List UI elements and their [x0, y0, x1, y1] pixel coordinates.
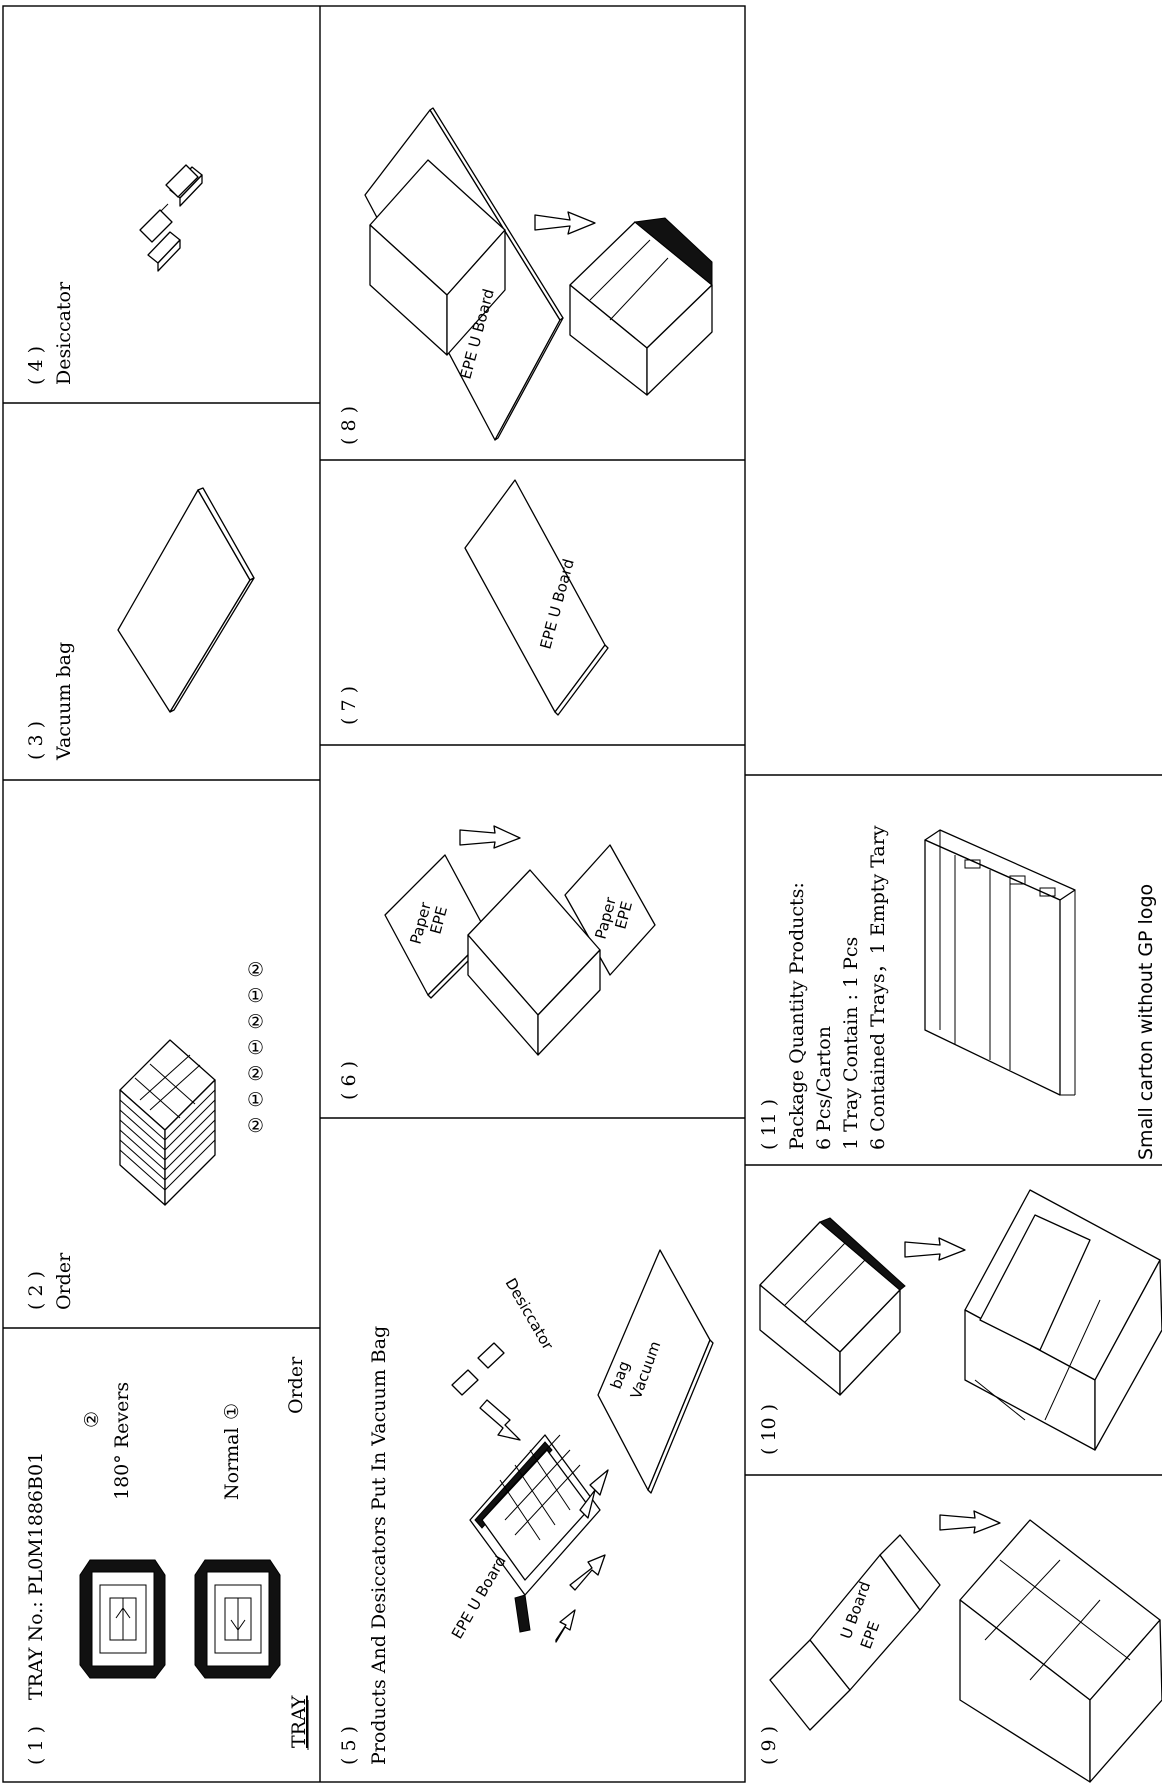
- step-1-title: TRAY No.: PL0M1886B01: [25, 1452, 47, 1700]
- step-11-line-3: 1 Tray Contain : 1 Pcs: [840, 937, 862, 1150]
- step-7-number: ( 7 ): [338, 686, 360, 725]
- step-3-cell: ( 3 ) Vacuum bag: [25, 488, 254, 761]
- arrow-up-left-icon: [556, 1610, 575, 1642]
- epe-board-illustration: EPE U Board: [465, 480, 608, 715]
- step-7-cell: ( 7 ) EPE U Board: [338, 480, 608, 725]
- order-seq-5: ②: [247, 1063, 264, 1085]
- reverse-order-number: ②: [81, 1411, 103, 1428]
- step-11-cell: ( 11 ) Package Quantity Products: 6 Pcs/…: [758, 825, 1157, 1160]
- step-9-number: ( 9 ): [758, 1726, 780, 1765]
- reverse-label: 180° Revers: [111, 1382, 133, 1500]
- order-seq-2: ①: [247, 985, 264, 1007]
- arrow-down-icon: [480, 1400, 520, 1440]
- step-5-number: ( 5 ): [338, 1726, 360, 1765]
- order-label: Order: [285, 1356, 307, 1414]
- step-5-cell: ( 5 ) Products And Desiccators Put In Va…: [338, 1250, 713, 1765]
- board-and-box-illustration: EPE U Board: [365, 108, 563, 440]
- open-carton-illustration: [960, 1520, 1162, 1782]
- step-1-number: ( 1 ): [25, 1726, 47, 1765]
- tray-label: TRAY: [288, 1695, 310, 1748]
- arrow-right-icon: [940, 1511, 1000, 1533]
- order-seq-6: ①: [247, 1089, 264, 1111]
- step-11-line-2: 6 Pcs/Carton: [813, 1026, 835, 1150]
- step-11-line-4: 6 Contained Trays，1 Empty Tary: [867, 825, 889, 1150]
- order-sequence: ② ① ② ① ② ① ②: [247, 959, 264, 1137]
- normal-label: Normal: [221, 1427, 243, 1500]
- arrow-right-icon: [460, 826, 520, 848]
- order-seq-1: ②: [247, 959, 264, 981]
- step-2-cell: ( 2 ) Order ② ① ② ① ② ① ②: [25, 959, 264, 1310]
- step-8-cell: ( 8 ) EPE U Board: [338, 108, 712, 445]
- step-2-number: ( 2 ): [25, 1271, 47, 1310]
- stacked-trays-illustration: [120, 1040, 215, 1205]
- arrow-right-icon: [905, 1238, 965, 1260]
- arrow-right-icon: [535, 212, 595, 234]
- carton-illustration: [925, 830, 1075, 1095]
- step-3-number: ( 3 ): [25, 721, 47, 760]
- step-11-line-1: Package Quantity Products:: [786, 882, 808, 1150]
- order-seq-7: ②: [247, 1115, 264, 1137]
- step-6-cell: ( 6 ) EPE Paper EPE Paper: [338, 826, 655, 1100]
- step-9-cell: ( 9 ) EPE U Board: [758, 1511, 1162, 1782]
- step-3-title: Vacuum bag: [53, 642, 75, 761]
- desiccator-small-illustration: Desiccator: [452, 1275, 557, 1395]
- step-6-number: ( 6 ): [338, 1061, 360, 1100]
- step-5-title: Products And Desiccators Put In Vacuum B…: [368, 1326, 390, 1765]
- step-11-footer: Small carton without GP logo: [1135, 884, 1157, 1160]
- step-1-cell: ( 1 ) TRAY No.: PL0M1886B01 ② 180° Rever…: [25, 1356, 310, 1765]
- folded-u-board-illustration: EPE U Board: [770, 1535, 940, 1730]
- order-seq-3: ②: [247, 1011, 264, 1033]
- tray-normal-illustration: [195, 1560, 280, 1678]
- step-5-desiccator-label: Desiccator: [502, 1275, 558, 1354]
- vacuum-bag-small-illustration: Vacuum bag: [598, 1250, 713, 1493]
- tray-in-board-illustration: EPE U Board: [448, 1435, 600, 1642]
- order-seq-4: ①: [247, 1037, 264, 1059]
- box-with-paper-illustration: EPE Paper: [468, 845, 655, 1055]
- step-4-number: ( 4 ): [25, 346, 47, 385]
- box-before-carton-illustration: [760, 1218, 905, 1395]
- step-5-board-label: EPE U Board: [448, 1553, 510, 1642]
- tray-reverse-illustration: [80, 1560, 165, 1678]
- step-8-number: ( 8 ): [338, 406, 360, 445]
- step-2-title: Order: [53, 1252, 75, 1310]
- step-11-number: ( 11 ): [758, 1099, 780, 1150]
- open-carton-with-box-illustration: [965, 1190, 1162, 1450]
- boxed-tray-illustration: [570, 218, 712, 395]
- arrow-left-icon: [570, 1555, 605, 1590]
- desiccator-packs-illustration: [140, 165, 202, 271]
- vacuum-bag-illustration: [118, 488, 254, 712]
- step-10-cell: ( 10 ): [758, 1190, 1162, 1455]
- step-10-number: ( 10 ): [758, 1404, 780, 1455]
- normal-order-number: ①: [221, 1403, 243, 1420]
- step-4-title: Desiccator: [53, 281, 75, 385]
- step-4-cell: ( 4 ) Desiccator: [25, 165, 202, 385]
